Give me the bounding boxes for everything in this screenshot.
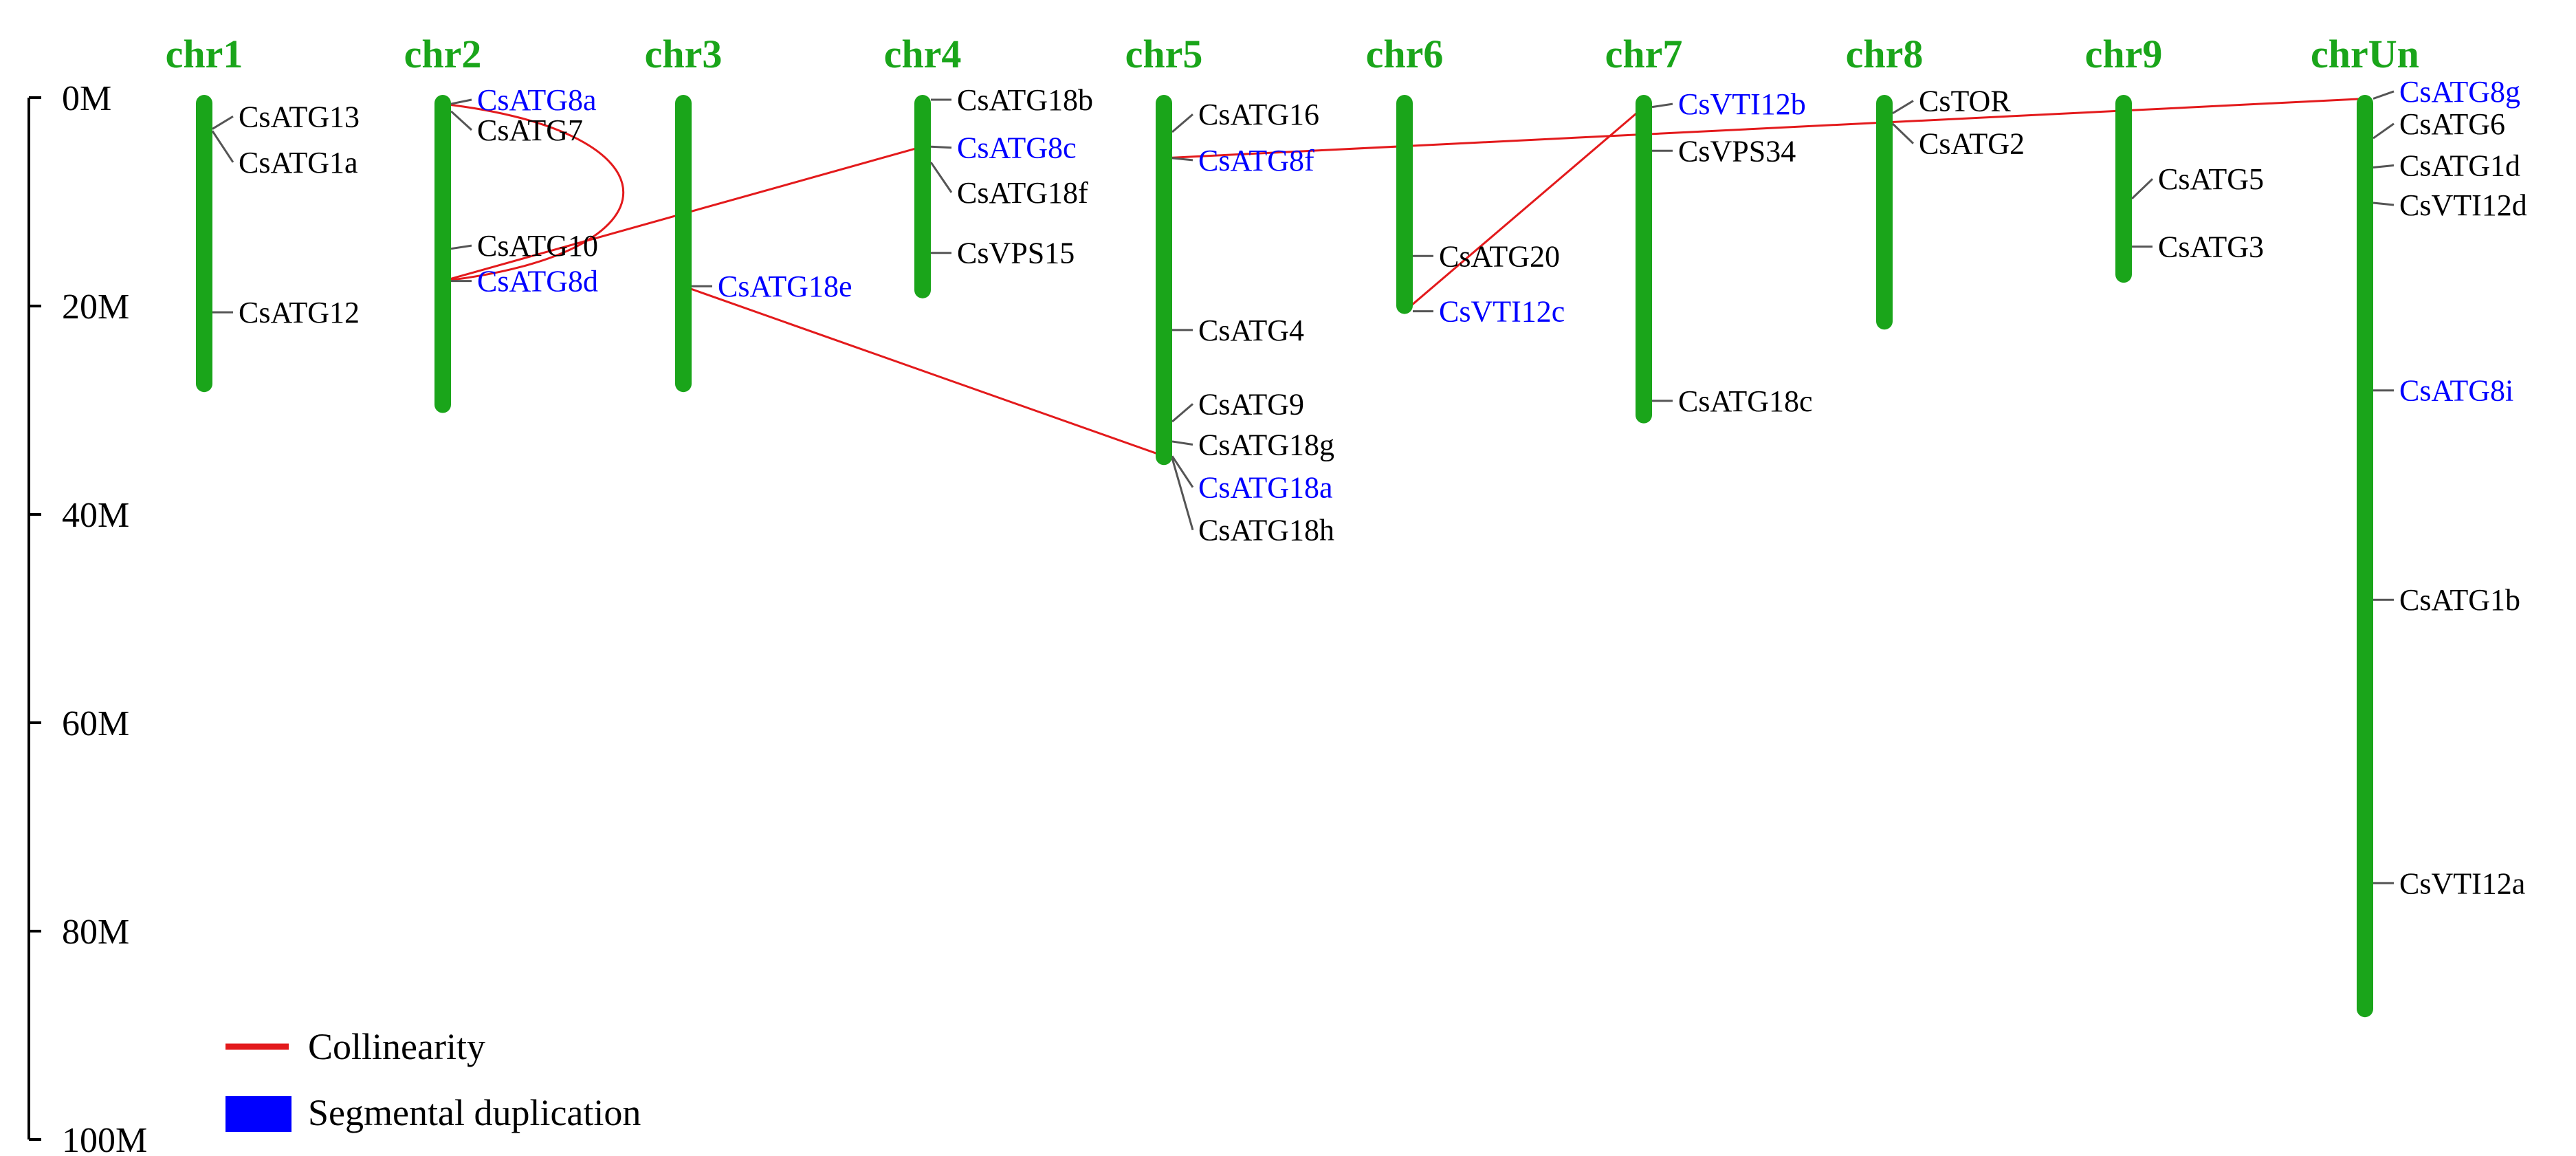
gene-tick-CsATG16 [1171,113,1193,133]
gene-tick-CsATG18f [929,162,953,193]
gene-label-CsATG18c: CsATG18c [1678,384,1813,418]
chromosome-title-chr3: chr3 [645,32,723,76]
chromosome-chr5 [1156,95,1172,466]
gene-tick-CsATG1d [2373,164,2395,168]
gene-label-CsVPS34: CsVPS34 [1678,134,1796,168]
gene-label-CsATG9: CsATG9 [1198,387,1304,421]
gene-label-CsATG18e: CsATG18e [718,270,852,303]
y-axis: 0M 20M 40M 60M 80M 100M [27,79,147,1156]
chromosome-chr3 [675,95,692,393]
chromosome-chr7 [1636,95,1652,424]
gene-labels: CsATG13CsATG1aCsATG12CsATG8aCsATG7CsATG1… [211,75,2527,900]
gene-tick-CsATG1a [211,130,234,163]
y-axis-tick-label: 0M [62,79,111,118]
gene-tick-CsATG7 [450,110,473,131]
gene-label-CsVTI12d: CsVTI12d [2399,188,2527,222]
gene-label-CsATG3: CsATG3 [2158,230,2264,264]
gene-label-CsATG8a: CsATG8a [477,83,597,117]
chromosome-title-chr4: chr4 [884,32,962,76]
collinearity-link-CsVTI12c-CsVTI12b [1404,106,1644,312]
gene-label-CsATG4: CsATG4 [1198,314,1304,347]
gene-label-CsATG10: CsATG10 [477,229,598,263]
gene-label-CsATG1a: CsATG1a [239,146,358,179]
gene-label-CsVTI12a: CsVTI12a [2399,866,2525,900]
gene-label-CsATG18a: CsATG18a [1198,471,1333,505]
gene-tick-CsATG6 [2373,122,2395,140]
chromosome-title-chr5: chr5 [1125,32,1203,76]
legend-collinearity-label: Collinearity [308,1026,485,1067]
gene-label-CsATG8f: CsATG8f [1198,144,1314,177]
chromosome-chrUn [2357,95,2373,1018]
chromosome-chr2 [434,95,451,413]
gene-label-CsATG8c: CsATG8c [957,131,1077,165]
chromosome-chr6 [1396,95,1413,314]
chromosome-title-chr9: chr9 [2085,32,2163,76]
y-axis-tick-label: 80M [62,913,129,952]
gene-label-CsATG18h: CsATG18h [1198,514,1334,547]
gene-tick-CsATG5 [2131,178,2154,200]
chromosome-title-chrUn: chrUn [2311,32,2419,76]
gene-label-CsATG1d: CsATG1d [2399,149,2520,182]
gene-label-CsATG7: CsATG7 [477,113,583,147]
chromosome-title-chr2: chr2 [404,32,482,76]
legend-segmental-label: Segmental duplication [308,1092,641,1133]
gene-tick-CsVTI12d [2373,201,2395,206]
gene-tick-CsATG8a [450,98,472,105]
gene-tick-CsATG13 [212,115,234,130]
chromosome-title-chr7: chr7 [1605,32,1683,76]
gene-tick-CsATG8c [930,145,952,149]
chromosome-chr8 [1876,95,1893,330]
gene-label-CsATG12: CsATG12 [239,296,360,329]
y-axis-tick-label: 100M [62,1121,147,1156]
gene-label-CsVPS15: CsVPS15 [957,237,1075,270]
gene-label-CsATG1b: CsATG1b [2399,583,2520,617]
chromosomes: chr1 chr2 chr3 chr4 chr5 chr6 chr7 chr8 chr9 chrU… [166,32,2419,1018]
chromosome-title-chr6: chr6 [1366,32,1444,76]
chromosome-title-chr8: chr8 [1846,32,1924,76]
gene-tick-CsVTI12b [1651,102,1673,109]
chromosome-chr4 [914,95,931,298]
gene-tick-CsATG2 [1891,122,1915,144]
y-axis-tick-label: 60M [62,704,129,743]
gene-label-CsATG8i: CsATG8i [2399,374,2513,408]
gene-label-CsATG16: CsATG16 [1198,98,1319,131]
gene-label-CsATG2: CsATG2 [1919,127,2025,161]
gene-label-CsATG18b: CsATG18b [957,83,1093,117]
gene-label-CsTOR: CsTOR [1919,85,2011,118]
y-axis-tick-label: 20M [62,287,129,327]
gene-tick-CsATG18g [1171,440,1193,446]
gene-tick-CsTOR [1892,100,1914,115]
gene-tick-CsATG10 [450,244,472,250]
chromosome-chr9 [2115,95,2132,283]
gene-tick-CsATG8f [1171,157,1193,162]
chromosome-chr1 [196,95,212,393]
gene-label-CsVTI12b: CsVTI12b [1678,87,1806,121]
gene-label-CsATG8g: CsATG8g [2399,75,2520,109]
gene-tick-CsATG18h [1171,457,1194,531]
gene-label-CsATG20: CsATG20 [1439,239,1560,273]
gene-label-CsATG18g: CsATG18g [1198,428,1334,461]
gene-tick-CsATG8g [2373,90,2395,100]
gene-label-CsATG18f: CsATG18f [957,176,1088,210]
gene-tick-CsATG18a [1171,455,1194,488]
gene-label-CsATG6: CsATG6 [2399,107,2505,141]
legend-segmental-swatch [225,1096,291,1132]
collinearity-link-CsATG18e-CsATG18a [683,285,1165,457]
gene-label-CsVTI12c: CsVTI12c [1439,295,1565,329]
gene-tick-CsATG9 [1171,403,1193,423]
collinearity-link-CsATG8a-CsATG8d [442,102,625,283]
gene-label-CsATG13: CsATG13 [239,100,360,133]
gene-label-CsATG8d: CsATG8d [477,265,598,298]
legend: Collinearity Segmental duplication [225,1026,641,1133]
collinearity-link-CsATG8f-CsATG8g [1163,98,2366,160]
y-axis-tick-label: 40M [62,496,129,535]
chromosome-title-chr1: chr1 [166,32,243,76]
gene-label-CsATG5: CsATG5 [2158,162,2264,196]
